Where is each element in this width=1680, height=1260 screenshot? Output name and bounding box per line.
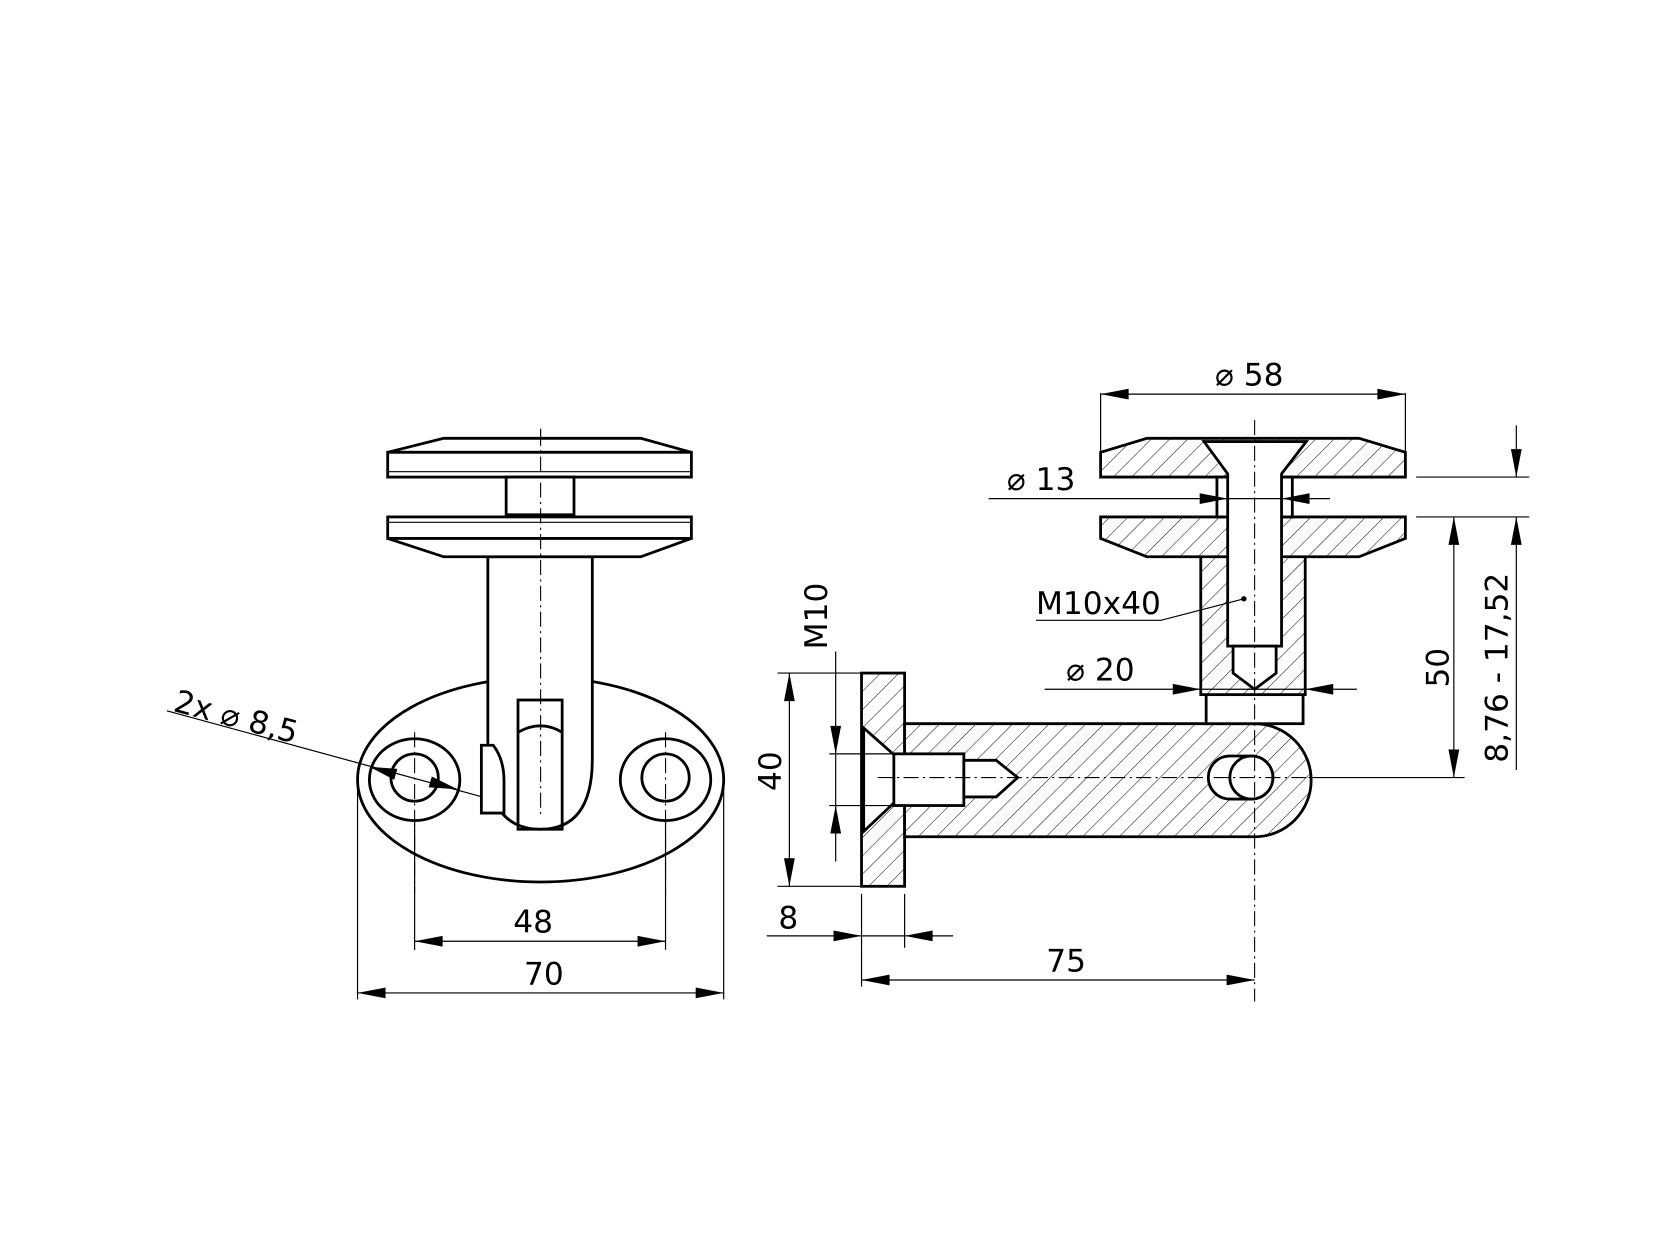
dim-hole-spacing: 48 [513,905,553,941]
dim-glass-range: 8,76 - 17,52 [1480,573,1516,763]
bottom-clamp-plate [386,515,693,540]
side-view: ⌀ 58 ⌀ 13 M10x40 ⌀ 20 50 8,76 - 17,52 40… [753,358,1530,1002]
slot [516,698,564,831]
front-view: 48 70 2x ⌀ 8,5 [166,428,726,1000]
dim-hole-diameter: ⌀ 13 [1007,462,1075,498]
hole-note: 2x ⌀ 8,5 [170,684,302,752]
dim-plate-thickness: 8 [778,900,798,936]
dim-plate-height: 40 [753,751,789,791]
dim-plate-diameter: ⌀ 58 [1215,358,1283,394]
dim-height: 50 [1420,648,1456,688]
dim-thread: M10 [799,583,835,650]
spacer [504,475,576,517]
dim-base-width: 70 [524,956,564,992]
dim-projection: 75 [1046,943,1086,979]
thread-bolt [892,752,966,807]
tab [479,743,506,815]
top-clamp-plate [386,450,693,479]
bolt-label: M10x40 [1036,586,1161,622]
arm [903,722,1313,839]
dim-post-diameter: ⌀ 20 [1066,653,1134,689]
